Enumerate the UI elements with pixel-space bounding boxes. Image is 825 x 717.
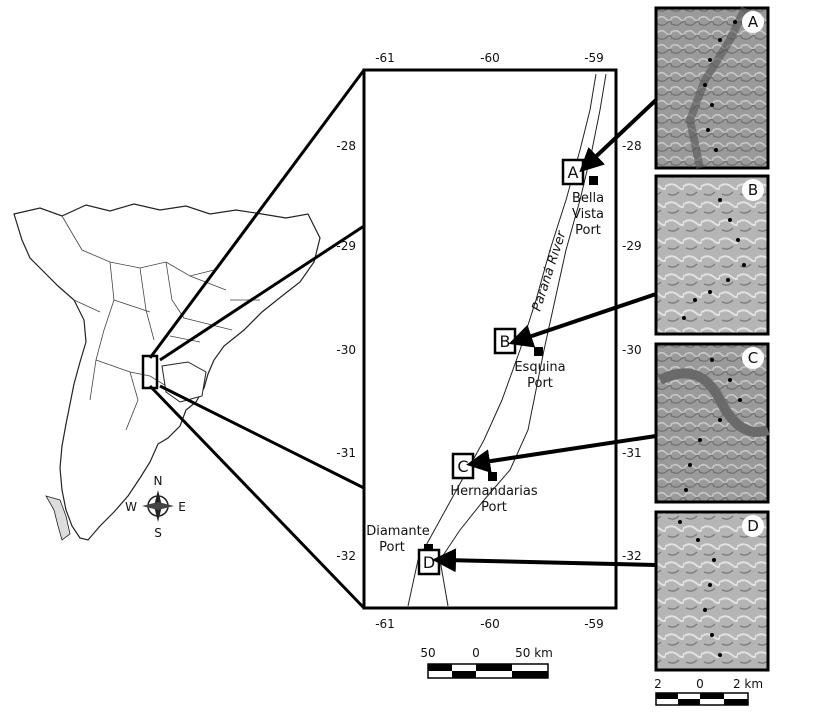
port-label-esquina-1: Esquina [514,360,565,375]
site-box-d: D [417,548,441,576]
port-label-diamante-1: Diamante [366,524,430,539]
zoom-connectors [148,69,366,610]
inset-panel-c: C [654,342,770,504]
left-tick-1: -28 [336,139,356,153]
inset-label-c: C [748,349,758,367]
inset-label-d: D [747,517,759,535]
right-tick-5: -32 [622,549,642,563]
panel-scale-bar: 2 0 2 km [654,677,763,706]
svg-text:C: C [457,457,468,476]
bottom-tick-1: -61 [375,617,395,631]
port-label-esquina-2: Port [527,376,553,391]
right-tick-2: -29 [622,239,642,253]
country-borders [61,215,260,431]
left-tick-2: -29 [336,239,356,253]
compass-w: W [125,500,137,514]
compass-n: N [154,474,163,488]
port-label-bella-vista-1: Bella [572,191,604,206]
bottom-tick-2: -60 [480,617,500,631]
top-tick-1: -61 [375,51,395,65]
inset-panel-d: D [654,510,770,672]
port-label-hernandarias-2: Port [481,500,507,515]
right-tick-4: -31 [622,446,642,460]
main-scale-bar: 50 0 50 km [420,646,553,679]
panel-scale-left: 2 [654,677,662,691]
port-marker-esquina [534,347,543,356]
main-scale-mid: 0 [472,646,480,660]
right-tick-1: -28 [622,139,642,153]
top-tick-2: -60 [480,51,500,65]
port-label-diamante-2: Port [379,540,405,555]
inset-label-b: B [748,181,758,199]
svg-text:D: D [423,553,435,572]
south-america-map [13,203,321,541]
inset-panel-a: A [654,6,770,170]
compass-e: E [178,500,186,514]
main-scale-right: 50 km [515,646,553,660]
port-label-hernandarias-1: Hernandarias [450,484,537,499]
bottom-tick-3: -59 [584,617,604,631]
top-tick-3: -59 [584,51,604,65]
site-box-b: B [493,327,517,355]
port-label-bella-vista-2: Vista [572,207,604,222]
main-scale-left: 50 [420,646,435,660]
svg-text:A: A [568,163,579,182]
svg-text:B: B [500,332,511,351]
site-box-c: C [451,452,475,480]
port-marker-bella-vista [589,176,598,185]
port-label-bella-vista-3: Port [575,223,601,238]
inset-label-a: A [748,13,759,31]
main-map: Paraná River -61 -60 -59 -61 -60 -59 -28… [336,51,641,631]
right-tick-3: -30 [622,343,642,357]
patagonia-islands [45,495,71,541]
inset-panel-b: B [654,174,770,336]
site-arrows [432,98,658,573]
port-marker-diamante [424,544,433,553]
panel-scale-mid: 0 [696,677,704,691]
compass-rose: N S E W [125,474,186,540]
site-box-a: A [561,158,585,186]
port-marker-hernandarias [488,472,497,481]
panel-scale-right: 2 km [733,677,763,691]
compass-s: S [154,526,162,540]
left-tick-4: -31 [336,446,356,460]
left-tick-3: -30 [336,343,356,357]
left-tick-5: -32 [336,549,356,563]
